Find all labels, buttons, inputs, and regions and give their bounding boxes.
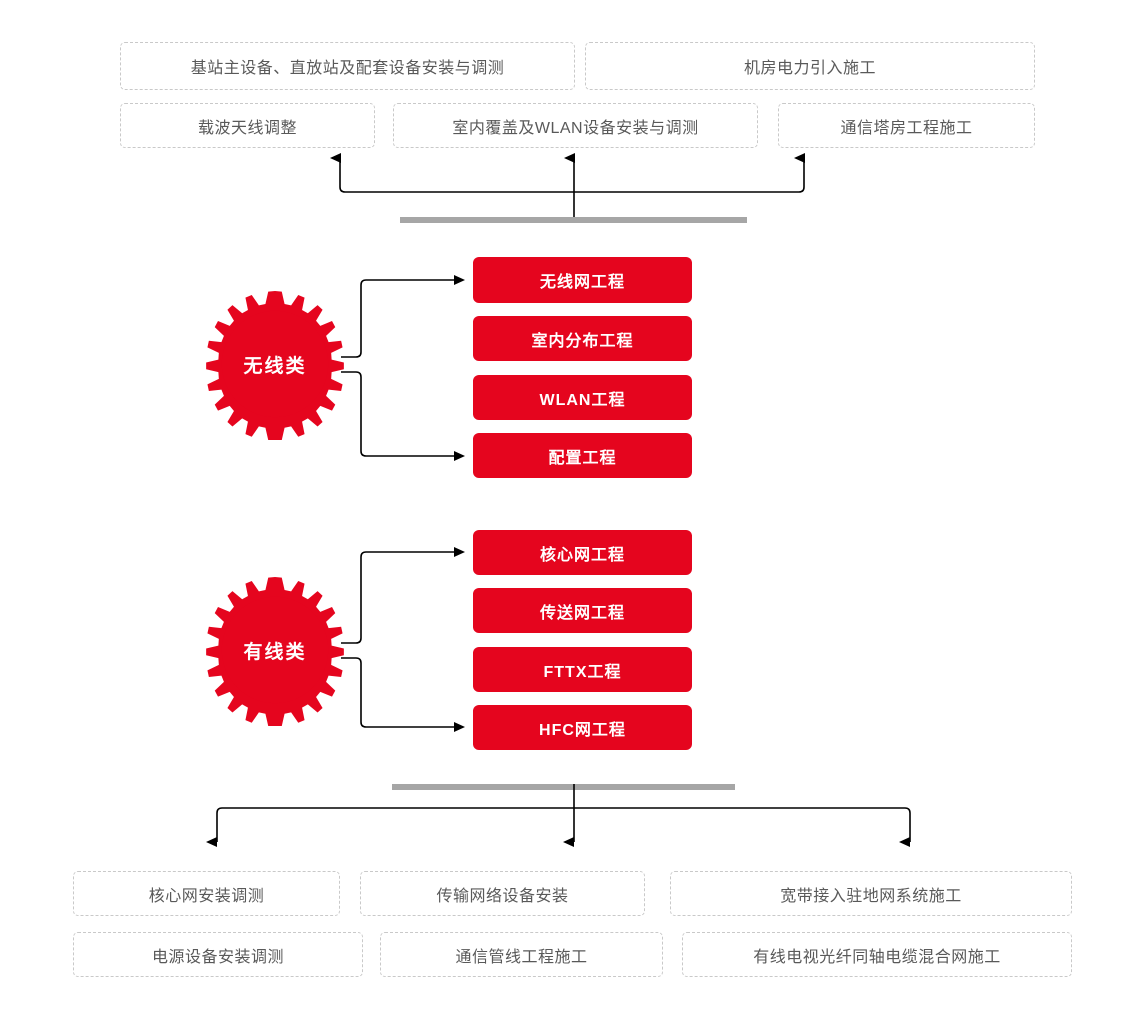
- wired-item-2[interactable]: 传送网工程: [473, 588, 692, 633]
- top-outcome-label: 基站主设备、直放站及配套设备安装与调测: [190, 60, 505, 77]
- wireless-item-label: 室内分布工程: [531, 332, 634, 350]
- top-outcome-box-2[interactable]: 机房电力引入施工: [585, 42, 1035, 90]
- bottom-outcome-label: 核心网安装调测: [148, 887, 265, 905]
- top-outcome-box-4[interactable]: 室内覆盖及WLAN设备安装与调测: [393, 103, 758, 148]
- bottom-outcome-label: 宽带接入驻地网系统施工: [780, 887, 962, 905]
- top-branch-right: [574, 172, 805, 193]
- wireless-item-label: 无线网工程: [539, 274, 625, 291]
- wired-item-3[interactable]: FTTX工程: [473, 647, 692, 692]
- bottom-outcome-label: 有线电视光纤同轴电缆混合网施工: [753, 948, 1001, 966]
- top-outcome-box-1[interactable]: 基站主设备、直放站及配套设备安装与调测: [120, 42, 575, 90]
- wireless-item-4[interactable]: 配置工程: [473, 433, 692, 478]
- wired-item-1[interactable]: 核心网工程: [473, 530, 692, 575]
- bottom-branch-right: [574, 807, 911, 828]
- bottom-outcome-box-2[interactable]: 传输网络设备安装: [360, 871, 645, 916]
- gear-wired[interactable]: 有线类: [199, 574, 351, 726]
- gear-icon: [206, 577, 344, 726]
- wired-item-4[interactable]: HFC网工程: [473, 705, 692, 750]
- wireless-item-3[interactable]: WLAN工程: [473, 375, 692, 420]
- top-outcome-label: 通信塔房工程施工: [840, 119, 973, 137]
- wired-connector-top: [341, 547, 465, 644]
- bottom-outcome-box-5[interactable]: 通信管线工程施工: [380, 932, 663, 977]
- wireless-item-label: WLAN工程: [539, 391, 626, 409]
- top-outcome-box-3[interactable]: 载波天线调整: [120, 103, 375, 148]
- wireless-item-1[interactable]: 无线网工程: [473, 257, 692, 303]
- gear-icon: [206, 291, 344, 440]
- gear-wireless[interactable]: 无线类: [199, 288, 351, 440]
- wireless-connector-bottom: [341, 371, 465, 461]
- bottom-outcome-box-4[interactable]: 电源设备安装调测: [73, 932, 363, 977]
- wireless-item-2[interactable]: 室内分布工程: [473, 316, 692, 361]
- bottom-outcome-box-3[interactable]: 宽带接入驻地网系统施工: [670, 871, 1072, 916]
- bottom-outcome-label: 传输网络设备安装: [436, 887, 569, 905]
- wireless-connector-top: [341, 275, 465, 358]
- bottom-branch-left: [216, 807, 574, 828]
- top-outcome-box-5[interactable]: 通信塔房工程施工: [778, 103, 1035, 148]
- bottom-outcome-label: 通信管线工程施工: [455, 948, 588, 966]
- top-branch-left: [339, 172, 574, 193]
- top-divider-bar: [400, 217, 747, 223]
- bottom-divider-bar: [392, 784, 735, 790]
- top-outcome-label: 载波天线调整: [197, 119, 297, 137]
- top-outcome-label: 机房电力引入施工: [743, 60, 876, 77]
- top-outcome-label: 室内覆盖及WLAN设备安装与调测: [452, 119, 699, 137]
- bottom-outcome-box-6[interactable]: 有线电视光纤同轴电缆混合网施工: [682, 932, 1072, 977]
- wired-item-label: 传送网工程: [539, 604, 625, 622]
- wired-item-label: HFC网工程: [539, 721, 626, 739]
- wired-item-label: 核心网工程: [539, 546, 625, 564]
- wireless-item-label: 配置工程: [548, 449, 617, 467]
- bottom-outcome-label: 电源设备安装调测: [151, 948, 284, 966]
- wired-item-label: FTTX工程: [543, 663, 622, 681]
- wired-connector-bottom: [341, 657, 465, 732]
- bottom-outcome-box-1[interactable]: 核心网安装调测: [73, 871, 340, 916]
